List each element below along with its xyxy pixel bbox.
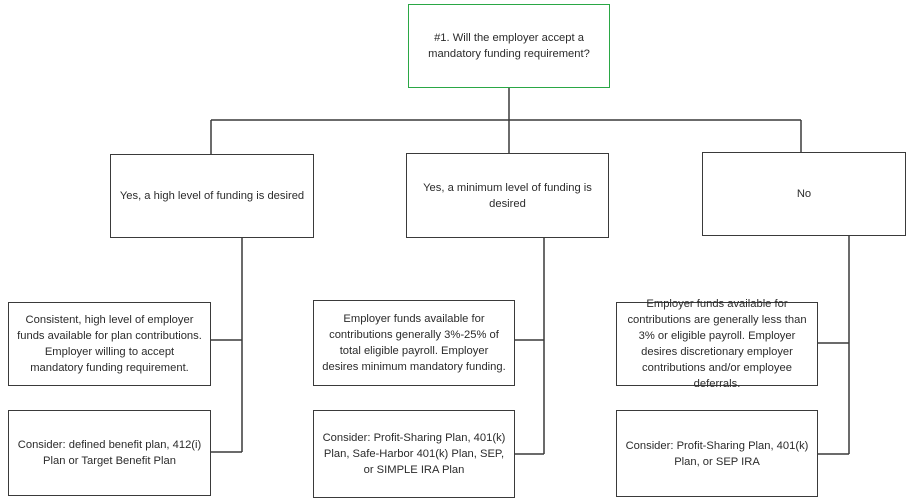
recommendation-text-high-funding: Consider: defined benefit plan, 412(i) P… [17, 439, 202, 467]
description-text-minimum-funding: Employer funds available for contributio… [322, 313, 506, 373]
recommendation-text-no: Consider: Profit-Sharing Plan, 401(k) Pl… [625, 439, 809, 468]
description-text-high-funding: Consistent, high level of employer funds… [17, 314, 202, 374]
description-box-minimum-funding: Employer funds available for contributio… [313, 300, 515, 386]
answer-box-no: No [702, 152, 906, 236]
answer-box-minimum-funding: Yes, a minimum level of funding is desir… [406, 153, 609, 238]
recommendation-box-high-funding: Consider: defined benefit plan, 412(i) P… [8, 410, 211, 496]
description-box-no: Employer funds available for contributio… [616, 298, 818, 390]
answer-box-high-funding: Yes, a high level of funding is desired [110, 154, 314, 238]
answer-text-no: No [796, 188, 812, 200]
root-question-text: #1. Will the employer accept a mandatory… [428, 32, 590, 60]
description-text-no: Employer funds available for contributio… [627, 298, 807, 390]
recommendation-box-no: Consider: Profit-Sharing Plan, 401(k) Pl… [616, 410, 818, 497]
answer-text-minimum-funding: Yes, a minimum level of funding is desir… [423, 181, 592, 210]
root-question-box: #1. Will the employer accept a mandatory… [408, 4, 610, 88]
recommendation-text-minimum-funding: Consider: Profit-Sharing Plan, 401(k) Pl… [322, 432, 506, 476]
recommendation-box-minimum-funding: Consider: Profit-Sharing Plan, 401(k) Pl… [313, 410, 515, 498]
description-box-high-funding: Consistent, high level of employer funds… [8, 302, 211, 386]
answer-text-high-funding: Yes, a high level of funding is desired [119, 190, 305, 202]
